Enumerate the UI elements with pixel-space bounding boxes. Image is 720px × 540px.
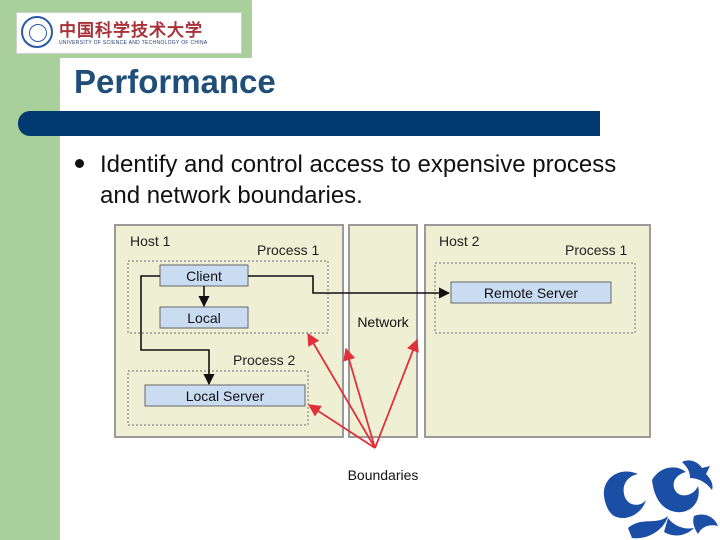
boundary-arrow-network-left (343, 347, 376, 449)
boundary-arrow-process1 (307, 332, 376, 449)
slide-title: Performance (74, 63, 276, 100)
remote-server-label: Remote Server (484, 285, 578, 301)
university-logo: 中国科学技术大学 UNIVERSITY OF SCIENCE AND TECHN… (16, 12, 242, 54)
boundary-arrow-process2 (307, 404, 376, 449)
network-column (348, 224, 418, 438)
network-label: Network (357, 314, 409, 330)
host2-process-boundary (434, 262, 636, 334)
logo-name-cn: 中国科学技术大学 (59, 21, 203, 41)
process1-boundary (127, 260, 329, 334)
host1-process1-label: Process 1 (257, 242, 319, 258)
client-label: Client (186, 268, 222, 284)
host2-panel (424, 224, 651, 438)
host1-label: Host 1 (130, 233, 171, 249)
bullet-icon (75, 159, 84, 168)
process2-boundary (127, 370, 309, 426)
boundaries-label: Boundaries (348, 467, 419, 483)
boundary-arrow-network-right (374, 338, 419, 449)
logo-name-en: UNIVERSITY OF SCIENCE AND TECHNOLOGY OF … (59, 40, 208, 46)
process2-label: Process 2 (233, 352, 295, 368)
title-underline-bar (18, 111, 600, 136)
client-to-local-server-arrow (140, 275, 215, 386)
dragon-emblem-icon (603, 460, 718, 539)
host2-process1-label: Process 1 (565, 242, 627, 258)
client-to-remote-arrow (248, 275, 451, 299)
bullet-text: Identify and control access to expensive… (100, 151, 617, 209)
local-label: Local (187, 310, 220, 326)
local-server-label: Local Server (186, 388, 265, 404)
left-accent-band (0, 0, 60, 540)
architecture-diagram: Host 1 Process 1 Client Local Process 2 … (114, 224, 651, 483)
remote-server-box (450, 281, 612, 304)
local-server-box (144, 384, 306, 407)
university-seal-icon (21, 16, 53, 48)
host2-label: Host 2 (439, 233, 480, 249)
